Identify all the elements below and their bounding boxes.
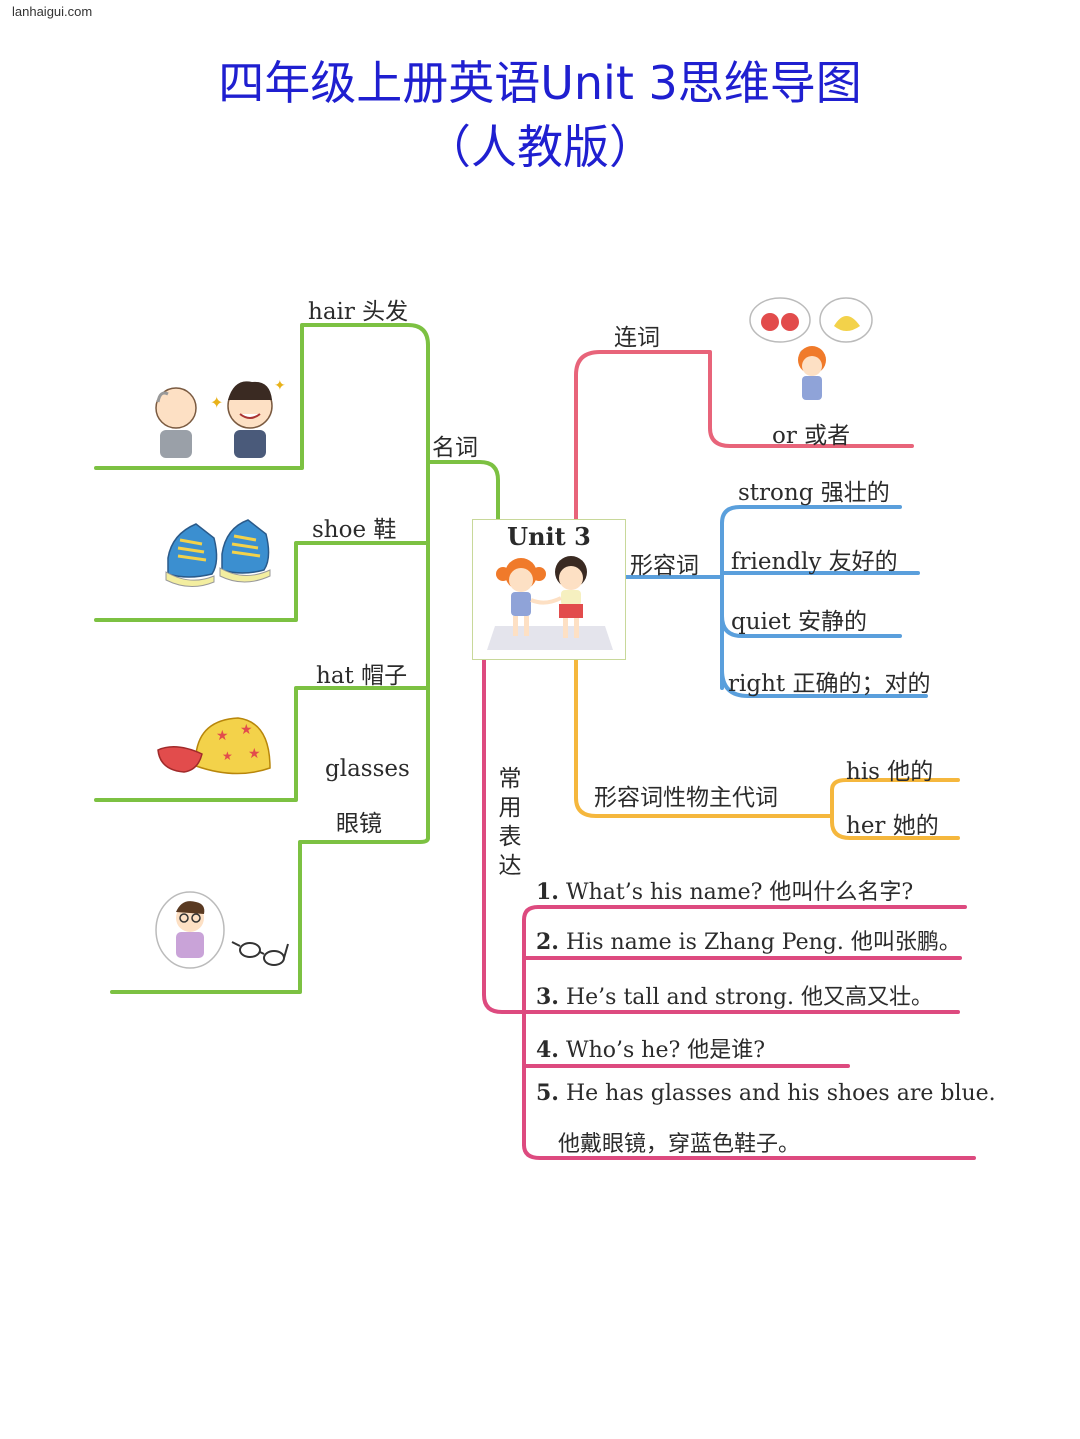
noun-branch-lines [94, 323, 500, 994]
expression-2: 2. His name is Zhang Peng. 他叫张鹏。 [536, 929, 961, 955]
sneakers-icon [165, 519, 271, 587]
branch-nouns-label: 名词 [432, 435, 478, 461]
noun-hat: hat 帽子 [316, 663, 408, 689]
adjective-right: right 正确的；对的 [728, 671, 931, 697]
branch-adjectives-label: 形容词 [630, 553, 699, 579]
page-title: 四年级上册英语Unit 3思维导图 [218, 56, 862, 110]
noun-shoe: shoe 鞋 [312, 517, 397, 543]
center-node: Unit 3 [472, 519, 626, 660]
branch-possessive-label: 形容词性物主代词 [594, 785, 778, 811]
svg-text:★: ★ [240, 722, 253, 738]
expression-5: 5. He has glasses and his shoes are blue… [536, 1080, 996, 1106]
possessive-his: his 他的 [846, 759, 934, 785]
adjective-strong: strong 强壮的 [738, 480, 890, 506]
expression-3: 3. He’s tall and strong. 他又高又壮。 [536, 984, 933, 1010]
noun-hair: hair 头发 [308, 299, 409, 325]
expression-1: 1. What’s his name? 他叫什么名字? [536, 879, 914, 905]
adjective-branch-lines [624, 505, 928, 698]
branch-expressions-label: 常用表达 [498, 766, 522, 879]
expression-5-cn: 他戴眼镜，穿蓝色鞋子。 [558, 1132, 801, 1157]
adjective-quiet: quiet 安静的 [731, 609, 868, 635]
svg-text:★: ★ [216, 728, 229, 744]
watermark: lanhaigui.com [12, 4, 93, 19]
old-and-young-man-icon: ✦ ✦ [155, 378, 286, 458]
conjunction-or: or 或者 [772, 423, 851, 449]
noun-glasses-cn: 眼镜 [336, 811, 382, 837]
possessive-her: her 她的 [846, 813, 939, 839]
adjective-friendly: friendly 友好的 [731, 549, 898, 575]
svg-text:★: ★ [222, 749, 233, 763]
boy-with-glasses-icon [155, 891, 289, 969]
svg-text:✦: ✦ [274, 378, 286, 394]
girl-thinking-apples-icon [749, 297, 873, 400]
svg-text:★: ★ [248, 746, 261, 762]
page-subtitle: （人教版） [425, 120, 655, 174]
expression-4: 4. Who’s he? 他是谁? [536, 1037, 766, 1063]
conjunction-branch-lines [574, 350, 914, 521]
center-label: Unit 3 [507, 522, 591, 551]
branch-conjunction-label: 连词 [614, 325, 660, 351]
possessive-branch-lines [574, 658, 960, 840]
two-girls-illustration [487, 556, 613, 650]
noun-glasses: glasses [325, 756, 410, 782]
cap-icon: ★ ★ ★ ★ [157, 717, 271, 775]
expressions-branch-lines [482, 658, 976, 1160]
svg-text:✦: ✦ [210, 393, 223, 412]
